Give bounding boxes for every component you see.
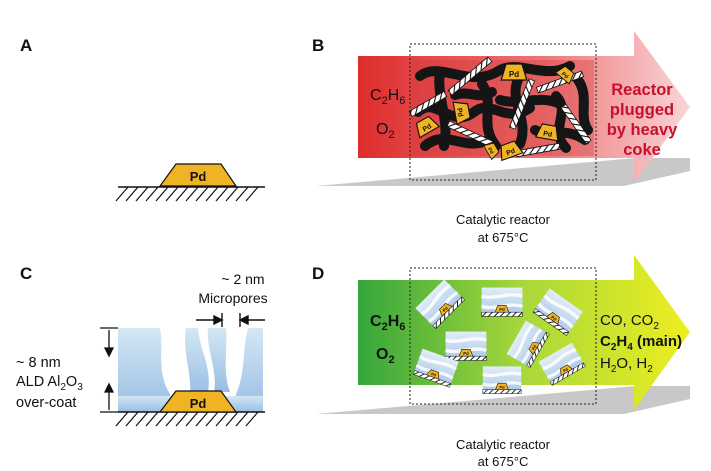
reactor-caption-b-line1: Catalytic reactor — [456, 212, 551, 227]
reactor-caption-d-line1: Catalytic reactor — [456, 437, 551, 452]
reactor-box-b — [409, 43, 597, 181]
panel-a-label: A — [20, 36, 32, 55]
arrow-d-shadow — [316, 386, 690, 414]
svg-text:ALD Al2O3: ALD Al2O3 — [16, 374, 83, 393]
input-c2h6-d: C2H6 — [370, 313, 405, 333]
overcoat-label: ~ 8 nm ALD Al2O3 over-coat — [16, 355, 83, 411]
svg-text:coke: coke — [623, 141, 661, 159]
svg-text:plugged: plugged — [610, 101, 674, 119]
pd-label-a: Pd — [190, 169, 207, 184]
svg-text:Reactor: Reactor — [611, 81, 673, 99]
pore-width-arrows — [196, 313, 265, 327]
micropores-label: Micropores — [198, 290, 267, 306]
input-o2-b: O2 — [376, 121, 395, 141]
thickness-arrows — [100, 327, 118, 413]
panel-b-label: B — [312, 36, 324, 55]
products-list: CO, CO2 C2H4 (main) H2O, H2 — [600, 312, 682, 375]
arrow-b-shadow — [316, 158, 690, 186]
panel-c-label: C — [20, 264, 32, 283]
input-c2h6-b: C2H6 — [370, 87, 405, 107]
reactor-caption-d-line2: at 675°C — [478, 454, 529, 469]
reactor-caption-b-line2: at 675°C — [478, 230, 529, 245]
panel-d-label: D — [312, 264, 324, 283]
svg-text:C2H4 (main): C2H4 (main) — [600, 333, 682, 353]
pore-size-label: ~ 2 nm — [221, 271, 264, 287]
svg-text:H2O, H2: H2O, H2 — [600, 355, 653, 375]
svg-text:over-coat: over-coat — [16, 395, 76, 411]
panel-c-substrate — [115, 411, 265, 427]
pd-particle-c — [158, 390, 238, 413]
pd-label-c: Pd — [190, 396, 207, 411]
coke-result-text: Reactor plugged by heavy coke — [607, 81, 678, 159]
svg-text:CO, CO2: CO, CO2 — [600, 312, 659, 332]
panel-a-substrate — [115, 186, 265, 202]
coke-network — [408, 56, 594, 162]
overcoat-layer — [118, 328, 263, 412]
pd-particle-a — [158, 163, 238, 187]
reactor-box-d — [409, 267, 597, 405]
input-o2-d: O2 — [376, 346, 395, 366]
svg-text:~ 8 nm: ~ 8 nm — [16, 355, 61, 371]
svg-text:by heavy: by heavy — [607, 121, 678, 139]
